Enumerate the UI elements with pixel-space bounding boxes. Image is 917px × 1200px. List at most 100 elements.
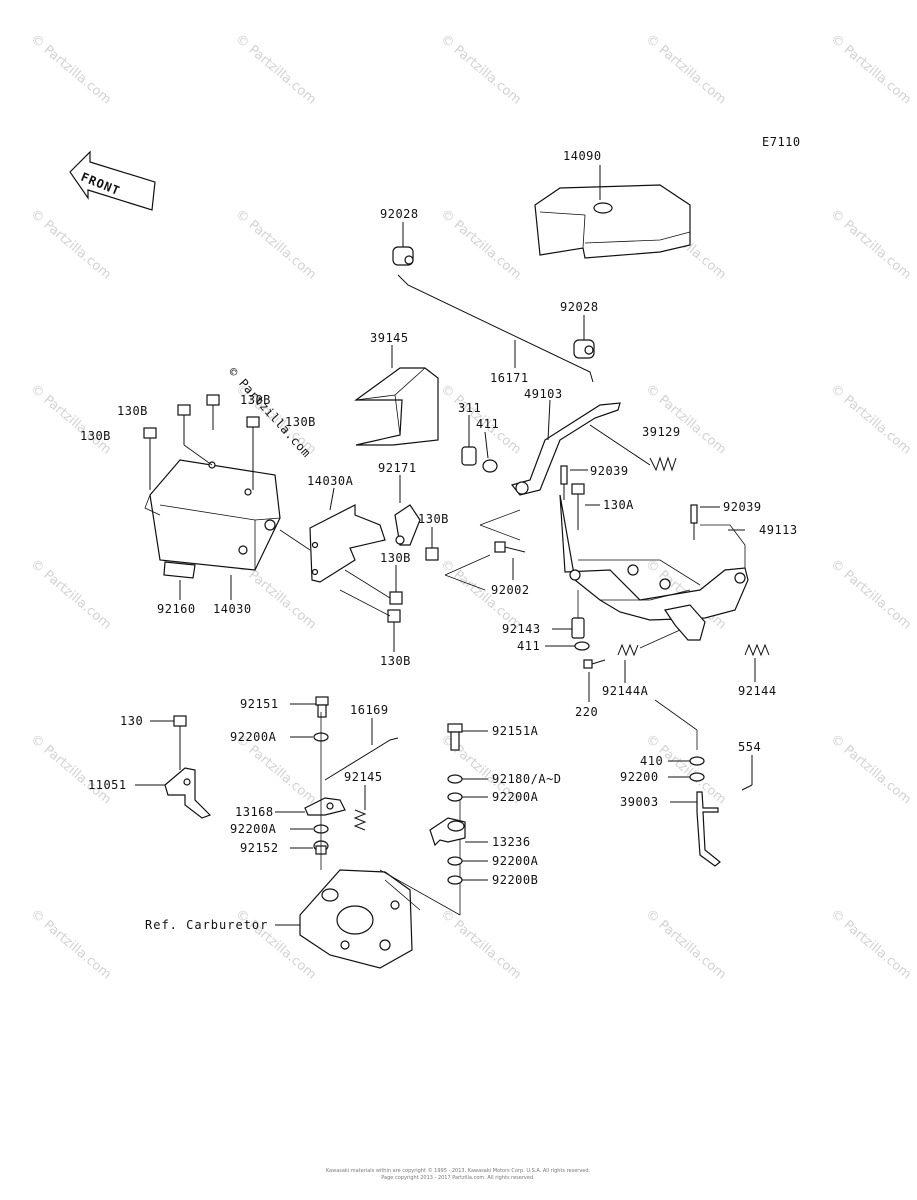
part-92180-shim[interactable] (447, 774, 463, 784)
part-92039-pin-b[interactable] (690, 504, 698, 540)
callout-ref-carburetor[interactable]: Ref. Carburetor (145, 918, 268, 932)
part-16169-rod[interactable] (324, 737, 399, 781)
part-411-washer-lower[interactable] (574, 641, 590, 651)
callout-92039-b[interactable]: 92039 (723, 500, 762, 514)
part-311-nut[interactable] (461, 446, 477, 466)
callout-92144[interactable]: 92144 (738, 684, 777, 698)
part-130A-bolt[interactable] (571, 483, 585, 530)
callout-92145[interactable]: 92145 (344, 770, 383, 784)
callout-92171[interactable]: 92171 (378, 461, 417, 475)
part-92028-clip-lower[interactable] (573, 339, 595, 359)
callout-130B-d[interactable]: 130B (285, 415, 316, 429)
callout-14030[interactable]: 14030 (213, 602, 252, 616)
callout-92028-upper[interactable]: 92028 (380, 207, 419, 221)
callout-92151[interactable]: 92151 (240, 697, 279, 711)
part-49103-lever[interactable] (510, 402, 621, 496)
callout-411-upper[interactable]: 411 (476, 417, 499, 431)
part-411-washer[interactable] (482, 459, 498, 473)
part-92160-label[interactable] (163, 561, 196, 579)
callout-92200B[interactable]: 92200B (492, 873, 538, 887)
part-49113-bracket[interactable] (559, 494, 749, 641)
callout-92180AD[interactable]: 92180/A~D (492, 772, 562, 786)
callout-92151A[interactable]: 92151A (492, 724, 539, 738)
callout-13236[interactable]: 13236 (492, 835, 531, 849)
part-14090-cover[interactable] (534, 184, 691, 259)
watermark-text: © Partzilla.com (232, 32, 318, 108)
part-92144A-spring[interactable] (617, 629, 681, 657)
callout-130B-c[interactable]: 130B (80, 429, 111, 443)
callout-554[interactable]: 554 (738, 740, 761, 754)
part-92145-spring[interactable] (353, 809, 367, 831)
watermark-text: © Partzilla.com (27, 907, 113, 983)
part-92151-bolt[interactable] (315, 696, 329, 718)
watermark-text: © Partzilla.com (437, 207, 523, 283)
callout-39145[interactable]: 39145 (370, 331, 409, 345)
callout-39129[interactable]: 39129 (642, 425, 681, 439)
part-410-washer[interactable] (689, 756, 705, 766)
part-92151A-bolt[interactable] (447, 723, 463, 751)
part-92200A-washer-c[interactable] (447, 792, 463, 802)
callout-92152[interactable]: 92152 (240, 841, 279, 855)
part-14030A-bracket[interactable] (309, 504, 386, 583)
part-130B-bolt-e[interactable] (425, 547, 439, 561)
part-13236-lever[interactable] (429, 817, 466, 847)
part-13168-lever[interactable] (304, 797, 346, 816)
callout-16169[interactable]: 16169 (350, 703, 389, 717)
part-92143-spacer[interactable] (571, 617, 585, 639)
callout-92144A[interactable]: 92144A (602, 684, 649, 698)
callout-92028-lower[interactable]: 92028 (560, 300, 599, 314)
callout-49113[interactable]: 49113 (759, 523, 798, 537)
callout-14090[interactable]: 14090 (563, 149, 602, 163)
footer-copyright-2: Page copyright 2013 - 2017 Partzilla.com… (381, 1175, 535, 1181)
callout-92200A-c[interactable]: 92200A (492, 790, 539, 804)
callout-311[interactable]: 311 (458, 401, 481, 415)
callout-130B-f[interactable]: 130B (380, 551, 411, 565)
callout-92160[interactable]: 92160 (157, 602, 196, 616)
part-39129-spring[interactable] (589, 424, 677, 472)
part-16171-rod[interactable] (397, 274, 594, 383)
part-92028-clip-upper[interactable] (392, 246, 414, 266)
callout-410[interactable]: 410 (640, 754, 663, 768)
part-11051-bracket[interactable] (164, 767, 212, 819)
part-92171-clamp[interactable] (394, 504, 421, 546)
part-92200A-washer-d[interactable] (447, 856, 463, 866)
callout-92200A-a[interactable]: 92200A (230, 730, 277, 744)
part-130B-bolt-a[interactable] (177, 404, 191, 445)
part-92002-bolt[interactable] (494, 541, 526, 553)
callout-92200A-b[interactable]: 92200A (230, 822, 277, 836)
callout-11051[interactable]: 11051 (88, 778, 127, 792)
callout-130B-g[interactable]: 130B (380, 654, 411, 668)
part-130B-bolt-b[interactable] (206, 394, 220, 430)
callout-92002[interactable]: 92002 (491, 583, 530, 597)
part-130B-bolt-f[interactable] (389, 591, 403, 605)
part-14030-box[interactable] (144, 459, 281, 571)
callout-92039-a[interactable]: 92039 (590, 464, 629, 478)
part-92144-spring[interactable] (744, 643, 770, 657)
callout-39003[interactable]: 39003 (620, 795, 659, 809)
callout-220[interactable]: 220 (575, 705, 598, 719)
callout-130B-e[interactable]: 130B (418, 512, 449, 526)
callout-130A[interactable]: 130A (603, 498, 634, 512)
part-554-pin[interactable] (741, 784, 753, 791)
callout-16171[interactable]: 16171 (490, 371, 529, 385)
part-39003-lever[interactable] (696, 791, 721, 867)
callout-92143[interactable]: 92143 (502, 622, 541, 636)
callout-411-lower[interactable]: 411 (517, 639, 540, 653)
callout-130B-a[interactable]: 130B (117, 404, 148, 418)
part-92200B-washer[interactable] (447, 875, 463, 885)
part-130-bolt[interactable] (173, 715, 187, 770)
callout-130[interactable]: 130 (120, 714, 143, 728)
callout-13168[interactable]: 13168 (235, 805, 274, 819)
callout-92200A-d[interactable]: 92200A (492, 854, 539, 868)
part-92200-washer[interactable] (689, 772, 705, 782)
part-92039-pin-a[interactable] (560, 465, 568, 500)
part-130B-bolt-c[interactable] (143, 427, 157, 490)
part-130B-bolt-d[interactable] (246, 416, 260, 490)
callout-130B-b[interactable]: 130B (240, 393, 271, 407)
part-39145-boot[interactable] (354, 367, 439, 446)
callout-14030A[interactable]: 14030A (307, 474, 354, 488)
callout-49103[interactable]: 49103 (524, 387, 563, 401)
part-220-screw[interactable] (583, 659, 606, 669)
callout-92200[interactable]: 92200 (620, 770, 659, 784)
